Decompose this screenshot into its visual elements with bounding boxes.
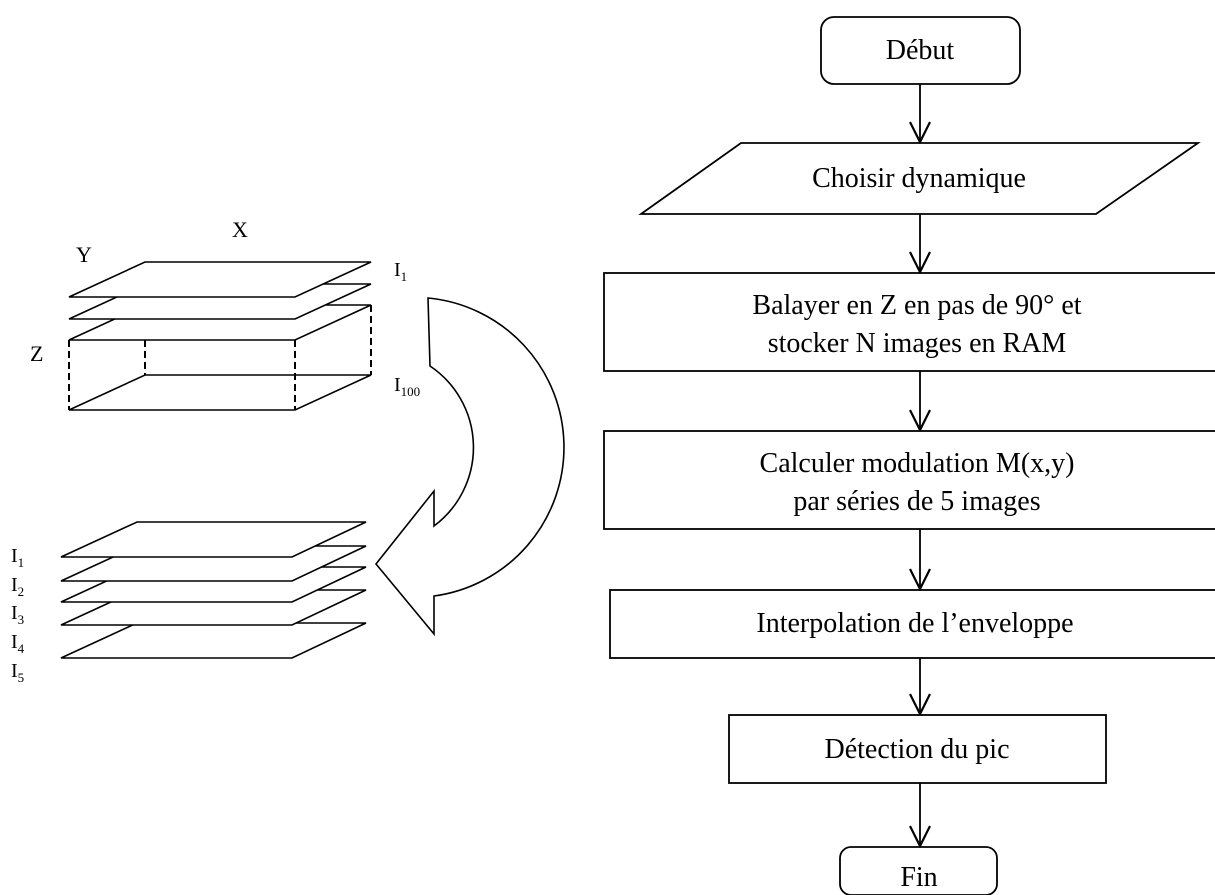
y-axis-label: Y <box>76 242 92 267</box>
arrowhead <box>909 409 931 433</box>
arrowhead <box>909 693 931 717</box>
image-label-i4: I4 <box>11 631 25 656</box>
image-label-i100: I100 <box>394 374 420 399</box>
process-box <box>603 430 1215 530</box>
bottom-image-stack: I1 I2 I3 I4 I5 <box>11 521 367 685</box>
compute-label-line-1: Calculer modulation M(x,y) <box>760 448 1075 479</box>
flow-arrow-choose-to-scan <box>909 214 931 275</box>
node-scan: Balayer en Z en pas de 90° et stocker N … <box>603 272 1215 372</box>
process-box <box>609 589 1215 659</box>
process-box <box>728 714 1107 784</box>
flowchart-edges <box>909 84 931 849</box>
compute-label-line-2: par séries de 5 images <box>793 486 1040 517</box>
node-peak-detection: Détection du pic <box>728 714 1107 784</box>
interpolation-label: Interpolation de l’enveloppe <box>756 608 1073 639</box>
flowchart: Début Choisir dynamique Balayer en Z en … <box>603 16 1215 895</box>
input-parallelogram-shape <box>638 142 1201 215</box>
selection-curved-arrow <box>374 297 565 637</box>
x-axis-label: X <box>232 217 248 242</box>
image-label-i1: I1 <box>11 545 24 570</box>
process-box <box>603 272 1215 372</box>
scan-label-line-2: stocker N images en RAM <box>768 328 1067 359</box>
end-node-label: Fin <box>900 862 937 893</box>
image-label-i3: I3 <box>11 602 24 627</box>
stack-plane-i1 <box>68 261 372 298</box>
top-image-stack: X Y Z I1 I100 <box>30 217 420 411</box>
flow-arrow-compute-to-interp <box>909 529 931 592</box>
flow-arrow-interp-to-detect <box>909 658 931 717</box>
end-terminal-shape <box>839 846 998 895</box>
node-end: Fin <box>839 846 998 895</box>
arrowhead <box>909 568 931 592</box>
image-stack-diagram: X Y Z I1 I100 I1 I2 I3 I4 I5 <box>11 217 565 685</box>
scan-label-line-1: Balayer en Z en pas de 90° et <box>752 290 1081 321</box>
z-axis-label: Z <box>30 341 43 366</box>
peak-detection-label: Détection du pic <box>824 734 1009 765</box>
node-interpolation: Interpolation de l’enveloppe <box>609 589 1215 659</box>
arrowhead <box>909 825 931 849</box>
arrowhead <box>909 251 931 275</box>
image-label-i5: I5 <box>11 660 24 685</box>
image-label-i1: I1 <box>394 259 407 284</box>
start-terminal-shape <box>820 16 1021 85</box>
start-node-label: Début <box>886 35 955 66</box>
stack-plane <box>60 622 367 659</box>
arrowhead <box>909 121 931 145</box>
stack-plane-i100 <box>68 374 372 411</box>
choose-dynamic-label: Choisir dynamique <box>812 163 1026 194</box>
flow-arrow-scan-to-compute <box>909 371 931 433</box>
flow-arrow-start-to-choose <box>909 84 931 145</box>
stack-plane <box>60 521 367 558</box>
node-compute-modulation: Calculer modulation M(x,y) par séries de… <box>603 430 1215 530</box>
node-choose-dynamic: Choisir dynamique <box>638 142 1201 215</box>
flow-arrow-detect-to-end <box>909 783 931 849</box>
node-start: Début <box>820 16 1021 85</box>
image-label-i2: I2 <box>11 574 24 599</box>
